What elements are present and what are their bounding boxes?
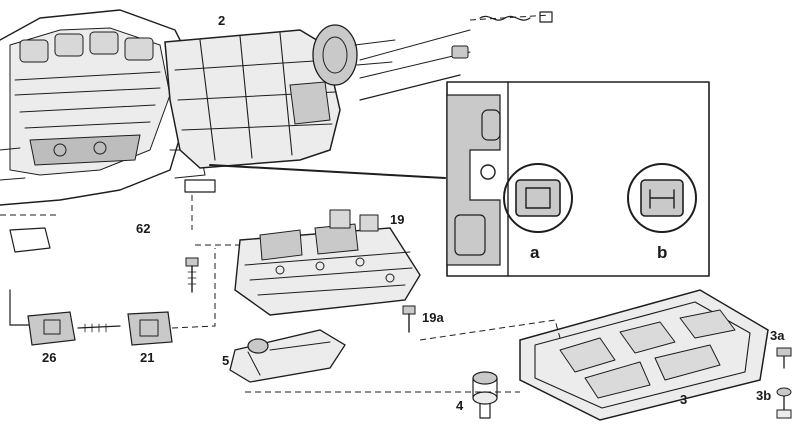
callout-3b: 3b <box>756 388 771 403</box>
callout-62: 62 <box>136 221 150 236</box>
callout-19: 19 <box>390 212 404 227</box>
label-view-b: b <box>657 243 667 262</box>
callout-3a: 3a <box>770 328 785 343</box>
drain-screw-3b <box>776 387 792 419</box>
drain-screw-3a <box>776 347 792 369</box>
engine-block <box>0 9 206 253</box>
inset-detail-box: a b <box>446 81 710 277</box>
transmission-housing <box>164 11 553 230</box>
bolt-62 <box>185 257 199 293</box>
callout-2: 2 <box>218 13 225 28</box>
callout-19a: 19a <box>422 310 444 325</box>
callout-21: 21 <box>140 350 154 365</box>
oil-pan-3 <box>245 289 769 421</box>
detail-a-ring <box>503 163 573 233</box>
sensor-21 <box>127 248 216 346</box>
connector-26 <box>9 289 121 346</box>
label-view-a: a <box>530 243 540 262</box>
valve-body <box>195 209 421 316</box>
bolt-19a <box>402 305 416 333</box>
callout-5: 5 <box>222 353 229 368</box>
callout-26: 26 <box>42 350 56 365</box>
callout-4: 4 <box>456 398 464 413</box>
detail-b-ring <box>627 163 697 233</box>
callout-3: 3 <box>680 392 687 407</box>
plug-5 <box>229 329 346 383</box>
filter-4 <box>472 371 498 419</box>
